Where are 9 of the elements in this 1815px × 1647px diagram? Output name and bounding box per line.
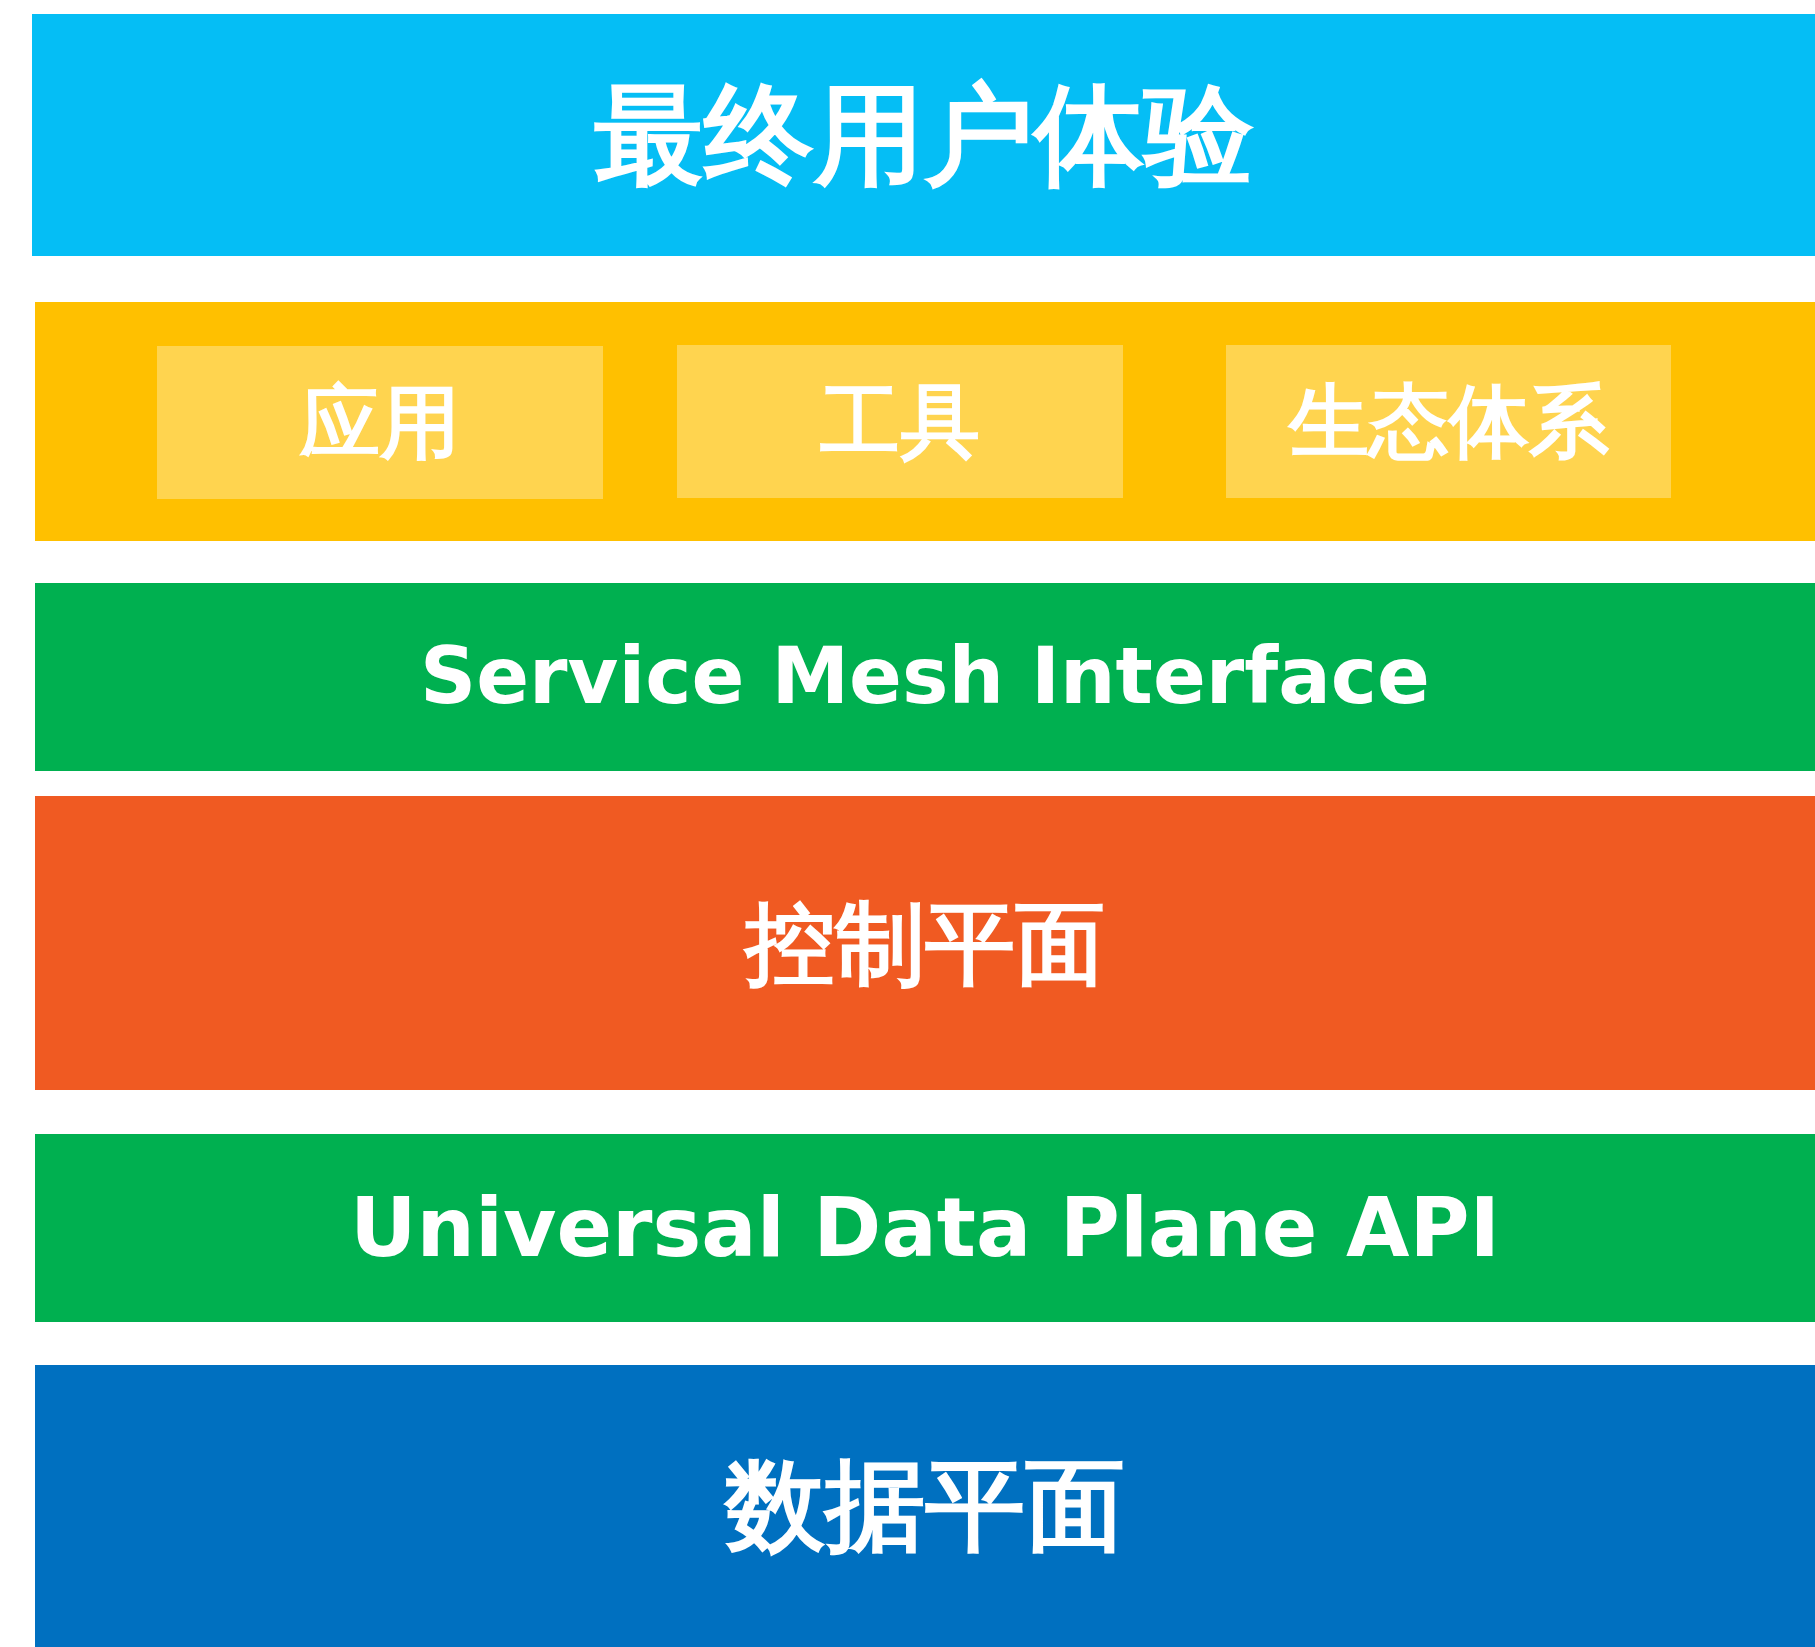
layer-box: 控制平面 — [35, 796, 1815, 1090]
layer-box: 数据平面 — [35, 1365, 1815, 1647]
layer-band — [35, 302, 1815, 541]
layer-box: 应用 — [157, 346, 603, 499]
layer-box: Universal Data Plane API — [35, 1134, 1815, 1322]
layer-box: 工具 — [677, 345, 1123, 498]
layer-box: 生态体系 — [1226, 345, 1671, 498]
layer-box: Service Mesh Interface — [35, 583, 1815, 771]
layer-box: 最终用户体验 — [32, 14, 1815, 256]
